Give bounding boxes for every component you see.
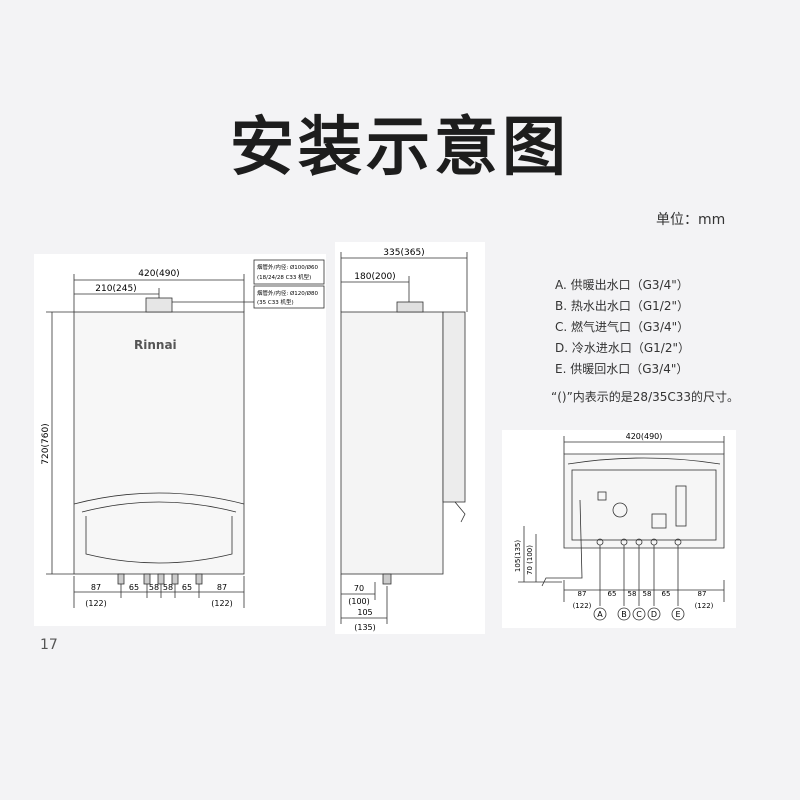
bottom-dim-1: 87 xyxy=(578,590,587,598)
page-number: 17 xyxy=(40,637,58,653)
front-height-label: 720(760) xyxy=(41,423,51,464)
port-label-a: A xyxy=(597,610,603,619)
legend-item-a: A. 供暖出水口（G3/4"） xyxy=(555,278,689,292)
bottom-view-panel: 420(490) 105(135) 70 (100) 87 65 58 58 6… xyxy=(502,430,736,628)
side-dim-105: 105 xyxy=(357,608,372,617)
front-bottom-dim-1: 87 xyxy=(91,583,101,592)
side-dim-135: (135) xyxy=(354,623,376,632)
port-label-d: D xyxy=(651,610,657,619)
bottom-height-2: 70 (100) xyxy=(526,545,534,575)
flue-note-2a: 烟管外/内径: Ø120/Ø80 xyxy=(257,289,318,297)
side-dim-100: (100) xyxy=(348,597,370,606)
legend-item-e: E. 供暖回水口（G3/4"） xyxy=(555,362,689,376)
bottom-height-1: 105(135) xyxy=(514,540,522,572)
front-view-panel: 420(490) 210(245) 720(760) Rinnai 烟管外/内径… xyxy=(34,254,326,626)
page-title: 安装示意图 xyxy=(230,111,570,185)
side-half-depth-label: 180(200) xyxy=(354,272,395,282)
bottom-dim-2: 65 xyxy=(608,590,617,598)
front-half-width-label: 210(245) xyxy=(95,284,136,294)
flue-note-1a: 烟管外/内径: Ø100/Ø60 xyxy=(257,263,318,271)
side-view-panel: 335(365) 180(200) 70 (100) 105 (135) xyxy=(335,242,485,634)
front-bottom-sub-right: (122) xyxy=(211,599,233,608)
bottom-view-drawing: 420(490) 105(135) 70 (100) 87 65 58 58 6… xyxy=(514,432,725,621)
side-depth-label: 335(365) xyxy=(383,248,424,258)
bottom-dim-3: 58 xyxy=(628,590,637,598)
bottom-dim-6: 87 xyxy=(698,590,707,598)
bottom-dim-4: 58 xyxy=(643,590,652,598)
side-dim-70: 70 xyxy=(354,584,364,593)
unit-label: 单位：mm xyxy=(656,212,726,228)
legend-item-b: B. 热水出水口（G1/2"） xyxy=(555,299,689,313)
size-note: “()”内表示的是28/35C33的尺寸。 xyxy=(551,390,740,404)
front-bottom-dim-5: 65 xyxy=(182,583,192,592)
port-label-b: B xyxy=(621,610,627,619)
front-bottom-dim-6: 87 xyxy=(217,583,227,592)
brand-logo: Rinnai xyxy=(134,338,177,352)
port-legend: A. 供暖出水口（G3/4"） B. 热水出水口（G1/2"） C. 燃气进气口… xyxy=(555,275,690,380)
front-bottom-dim-4: 58 xyxy=(163,583,173,592)
legend-item-c: C. 燃气进气口（G3/4"） xyxy=(555,320,690,334)
bottom-dim-5: 65 xyxy=(662,590,671,598)
port-label-e: E xyxy=(675,610,680,619)
bottom-sub-left: (122) xyxy=(573,602,592,610)
legend-item-d: D. 冷水进水口（G1/2"） xyxy=(555,341,691,355)
front-bottom-dim-3: 58 xyxy=(149,583,159,592)
flue-note-1b: (18/24/28 C33 机型) xyxy=(257,273,311,281)
front-bottom-sub-left: (122) xyxy=(85,599,107,608)
side-view-drawing: 335(365) 180(200) 70 (100) 105 (135) xyxy=(340,248,468,632)
front-width-label: 420(490) xyxy=(138,269,179,279)
front-bottom-dim-2: 65 xyxy=(129,583,139,592)
port-label-c: C xyxy=(636,610,642,619)
front-view-drawing: 420(490) 210(245) 720(760) Rinnai 烟管外/内径… xyxy=(41,259,325,608)
bottom-width-label: 420(490) xyxy=(626,432,663,441)
flue-note-2b: (35 C33 机型) xyxy=(257,298,294,306)
bottom-sub-right: (122) xyxy=(695,602,714,610)
